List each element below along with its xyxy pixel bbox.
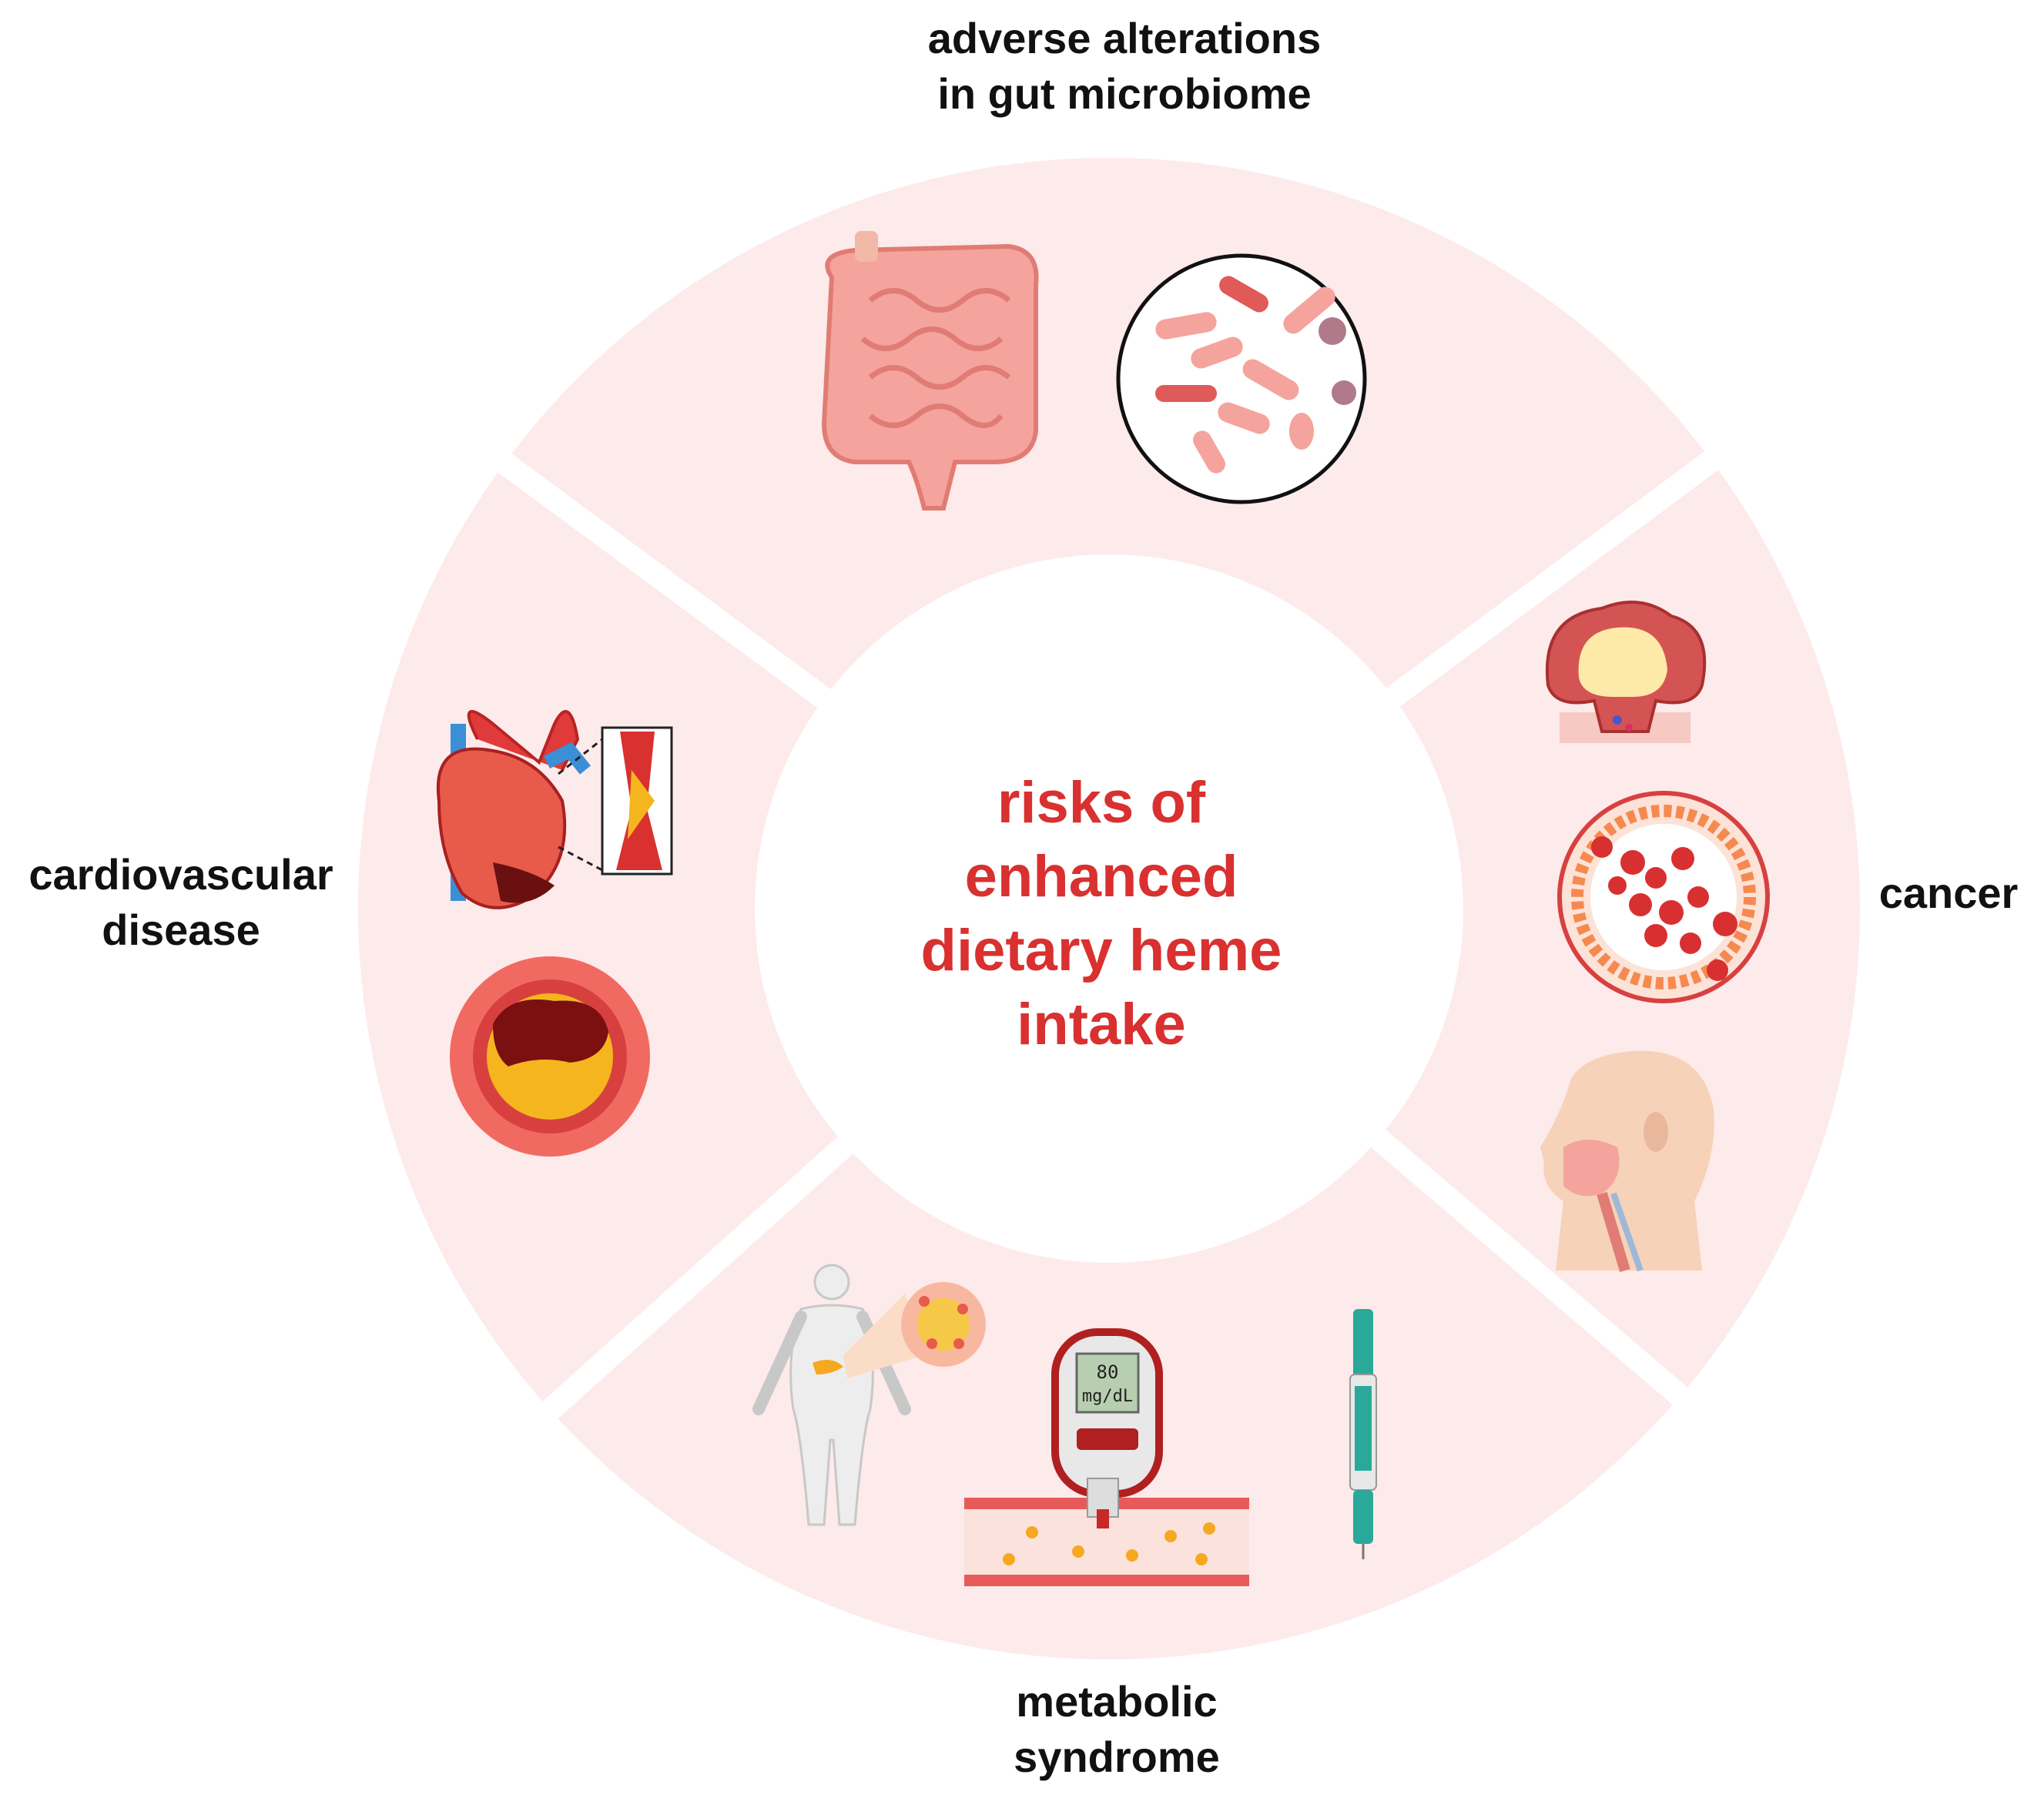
intestine-icon xyxy=(821,231,1039,511)
label-cvd-line-1: cardiovascular xyxy=(28,850,333,899)
heart-icon xyxy=(436,710,673,909)
center-title-line-1: risks of xyxy=(997,770,1206,835)
glucometer-value: 80 xyxy=(1097,1361,1119,1383)
center-title: risks of enhanced dietary heme intake xyxy=(816,766,1386,1062)
glucometer-icon: 80 mg/dL xyxy=(964,1328,1249,1586)
artery-plaque-icon xyxy=(450,956,650,1157)
insulin-pen-icon xyxy=(1349,1309,1377,1559)
label-metabolic-line-2: syndrome xyxy=(1014,1733,1220,1781)
glucometer-unit: mg/dL xyxy=(1082,1387,1133,1406)
label-gut-microbiome: adverse alterations in gut microbiome xyxy=(855,11,1394,122)
label-cvd-line-2: disease xyxy=(102,906,260,954)
label-cardiovascular-disease: cardiovascular disease xyxy=(8,847,354,958)
label-metabolic-line-1: metabolic xyxy=(1016,1677,1218,1726)
label-cancer: cancer xyxy=(1856,865,2041,921)
center-title-line-3: dietary heme xyxy=(920,918,1282,983)
center-title-line-4: intake xyxy=(1017,992,1186,1057)
label-gut-line-2: in gut microbiome xyxy=(937,69,1312,118)
center-circle xyxy=(755,554,1463,1263)
label-metabolic-syndrome: metabolic syndrome xyxy=(947,1674,1286,1785)
label-gut-line-1: adverse alterations xyxy=(927,14,1322,62)
ring xyxy=(358,158,1860,1659)
bacteria-magnifier-icon xyxy=(1116,253,1367,504)
tumor-cross-section-icon xyxy=(1557,791,1770,1003)
head-throat-icon xyxy=(1540,1050,1714,1273)
center-title-line-2: enhanced xyxy=(964,844,1238,909)
colon-polyp-icon xyxy=(1545,601,1707,743)
label-cancer-line-1: cancer xyxy=(1878,869,2019,917)
obese-body-pancreas-icon xyxy=(752,1264,986,1526)
